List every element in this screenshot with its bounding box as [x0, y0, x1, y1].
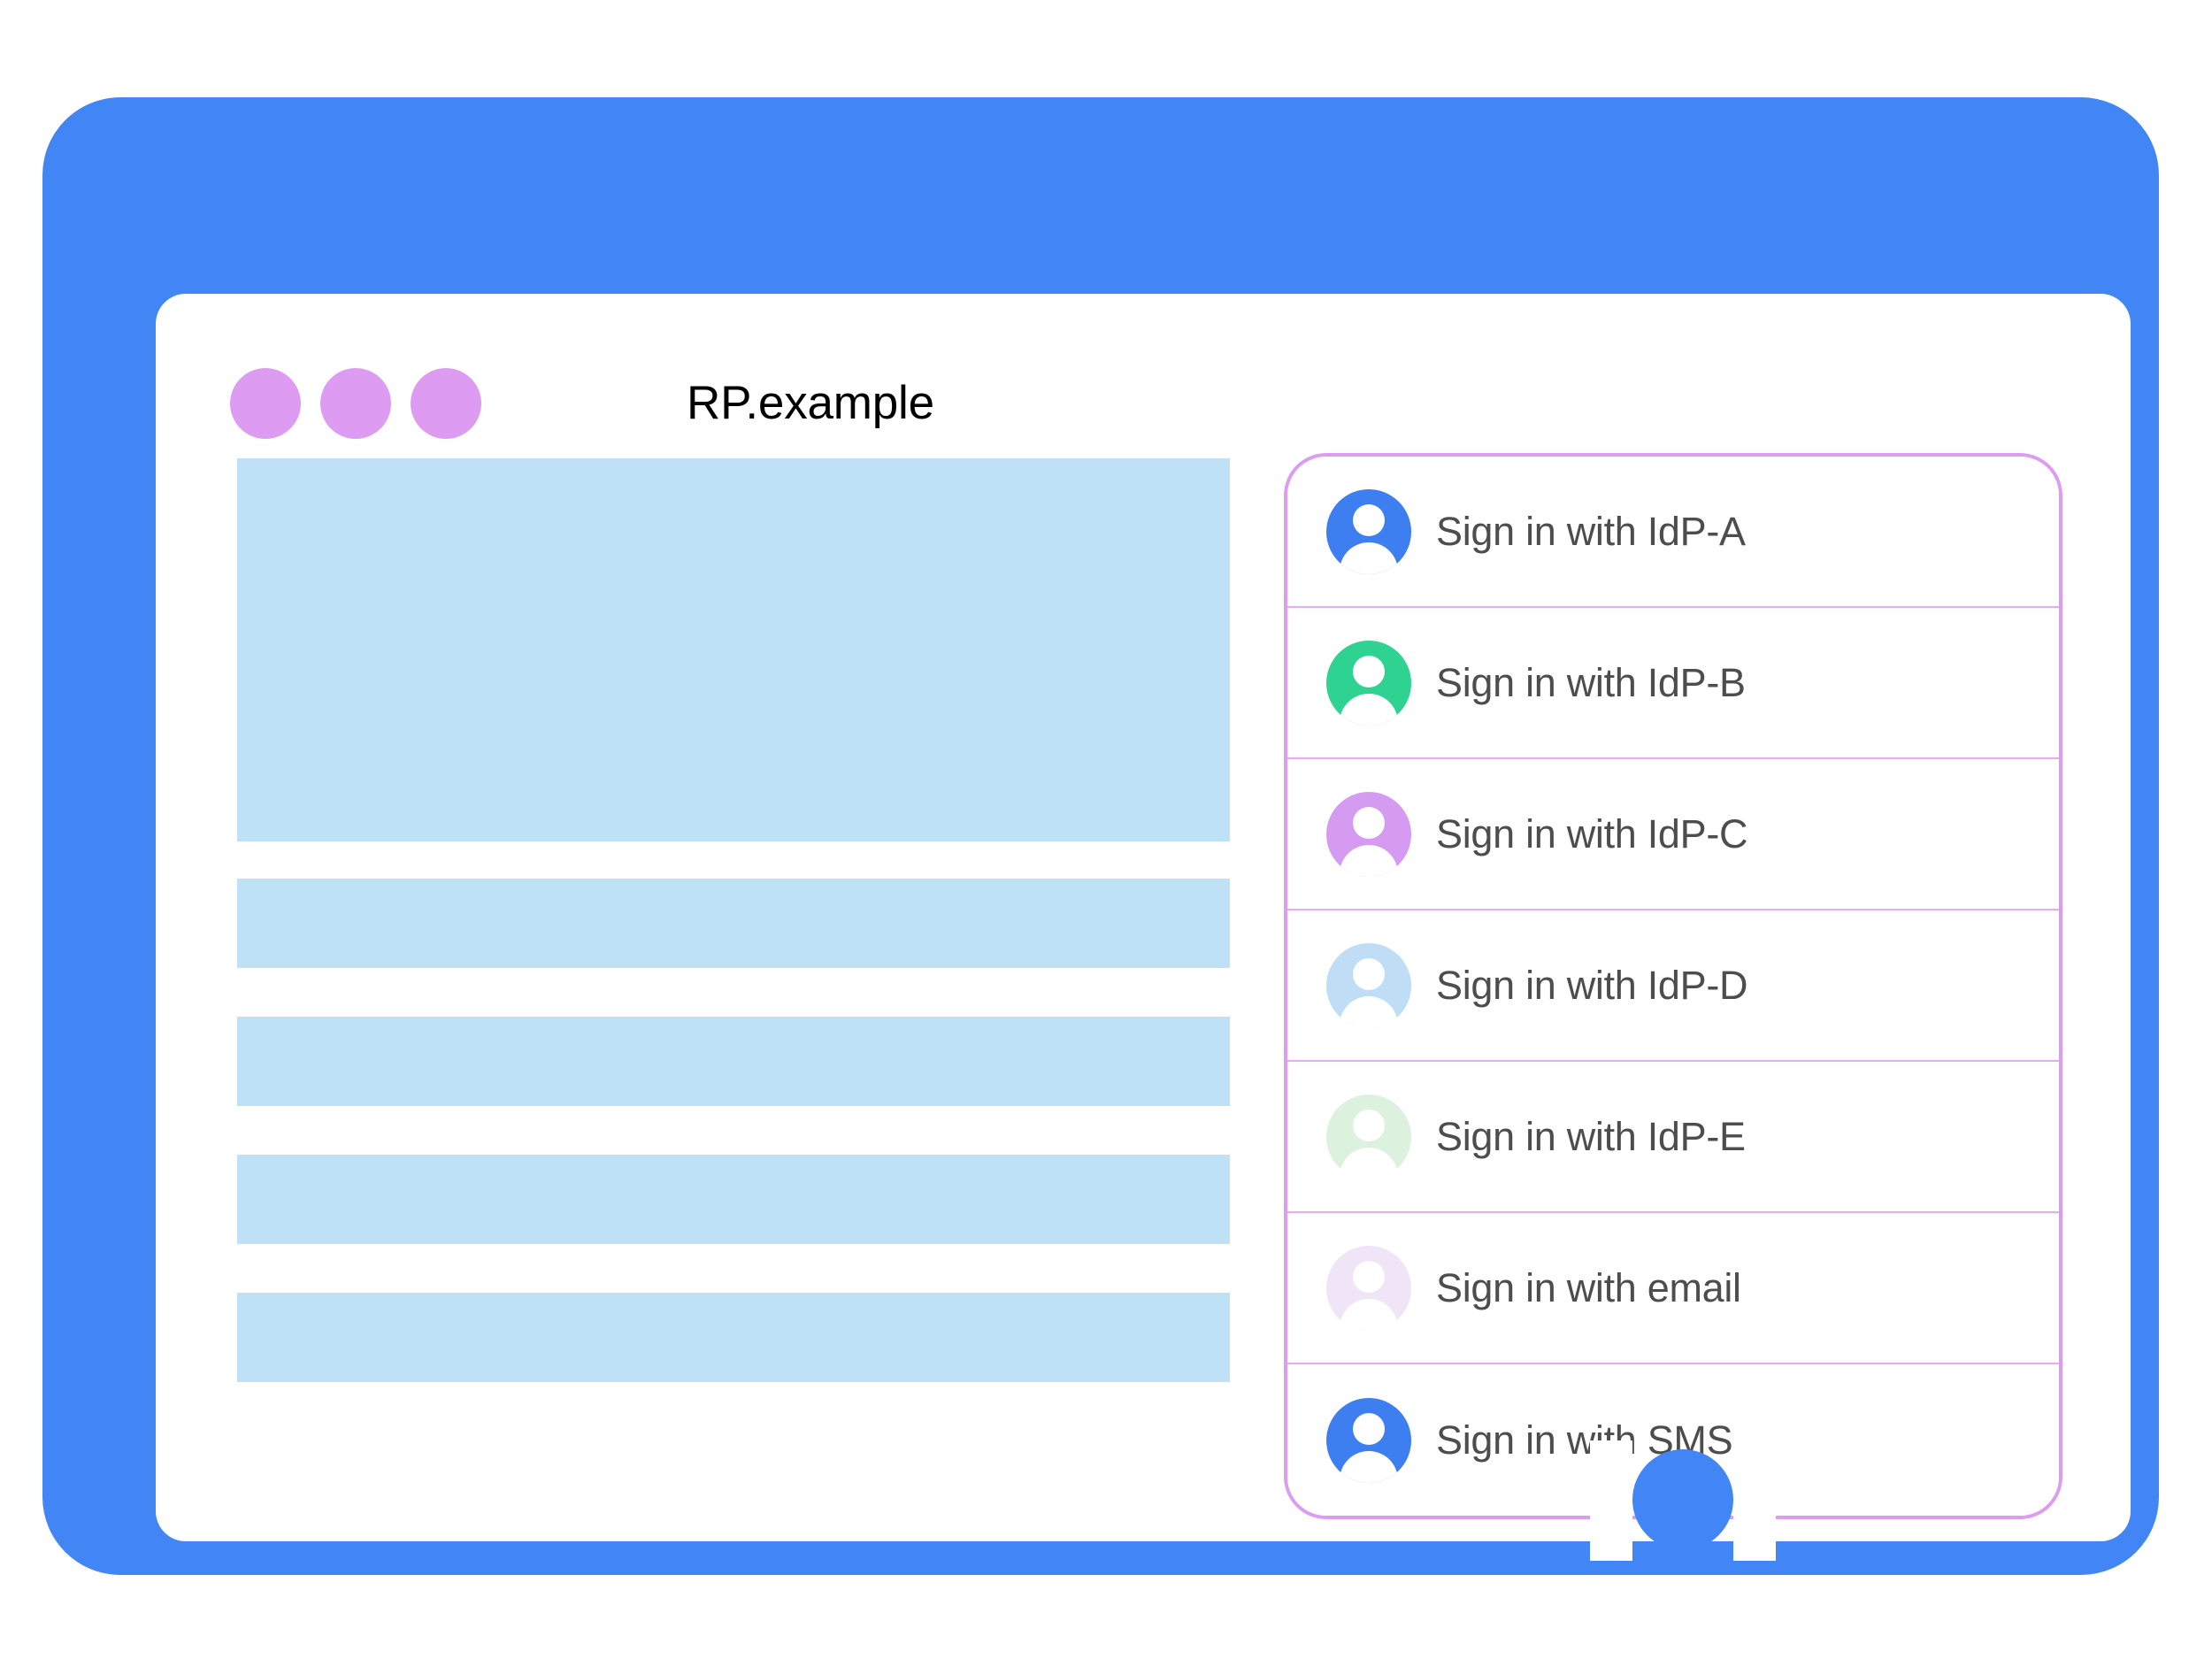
account-label: Sign in with IdP-A	[1436, 508, 1746, 554]
content-placeholder-group	[237, 458, 1230, 1431]
avatar-body	[1340, 995, 1398, 1028]
account-row[interactable]: Sign in with email	[1287, 1213, 2059, 1364]
account-row[interactable]: Sign in with IdP-E	[1287, 1062, 2059, 1213]
account-row[interactable]: Sign in with IdP-D	[1287, 910, 2059, 1062]
avatar-icon	[1326, 791, 1411, 877]
account-label: Sign in with email	[1436, 1264, 1741, 1310]
avatar-icon	[1326, 1094, 1411, 1179]
browser-title-bar: RP.example	[156, 294, 2131, 462]
avatar-head	[1353, 1260, 1385, 1293]
account-row[interactable]: Sign in with IdP-B	[1287, 608, 2059, 759]
account-row[interactable]: Sign in with IdP-C	[1287, 759, 2059, 910]
avatar-head	[1353, 1109, 1385, 1141]
content-placeholder-bar-3	[237, 1155, 1230, 1244]
bezel-gap-right	[1733, 1440, 1776, 1561]
avatar-head	[1353, 1412, 1385, 1445]
content-placeholder-hero	[237, 458, 1230, 841]
page-title: RP.example	[687, 377, 934, 429]
browser-screen: RP.example Sign in with IdP-A	[156, 294, 2131, 1541]
bezel-gap-left	[1590, 1440, 1632, 1561]
avatar-head	[1353, 806, 1385, 839]
device-frame: RP.example Sign in with IdP-A	[42, 97, 2159, 1575]
window-control-dot-3[interactable]	[411, 368, 481, 439]
window-control-dot-2[interactable]	[320, 368, 391, 439]
content-placeholder-bar-4	[237, 1293, 1230, 1382]
account-label: Sign in with IdP-D	[1436, 962, 1748, 1008]
account-row[interactable]: Sign in with IdP-A	[1287, 457, 2059, 608]
avatar-icon	[1326, 640, 1411, 726]
avatar-icon	[1326, 942, 1411, 1028]
account-label: Sign in with IdP-E	[1436, 1113, 1746, 1159]
avatar-icon	[1326, 1397, 1411, 1483]
avatar-body	[1340, 844, 1398, 877]
avatar-body	[1340, 1298, 1398, 1331]
avatar-icon	[1326, 488, 1411, 574]
window-control-dot-1[interactable]	[230, 368, 301, 439]
home-button[interactable]	[1632, 1449, 1733, 1550]
content-placeholder-bar-1	[237, 879, 1230, 968]
avatar-head	[1353, 503, 1385, 536]
avatar-body	[1340, 1147, 1398, 1179]
avatar-icon	[1326, 1245, 1411, 1331]
avatar-body	[1340, 541, 1398, 574]
account-label: Sign in with IdP-C	[1436, 810, 1748, 856]
avatar-head	[1353, 957, 1385, 990]
account-chooser-panel: Sign in with IdP-A Sign in with IdP-B Si…	[1284, 453, 2062, 1519]
avatar-body	[1340, 1450, 1398, 1483]
avatar-head	[1353, 655, 1385, 687]
avatar-body	[1340, 693, 1398, 726]
account-label: Sign in with IdP-B	[1436, 659, 1746, 705]
content-placeholder-bar-2	[237, 1017, 1230, 1106]
